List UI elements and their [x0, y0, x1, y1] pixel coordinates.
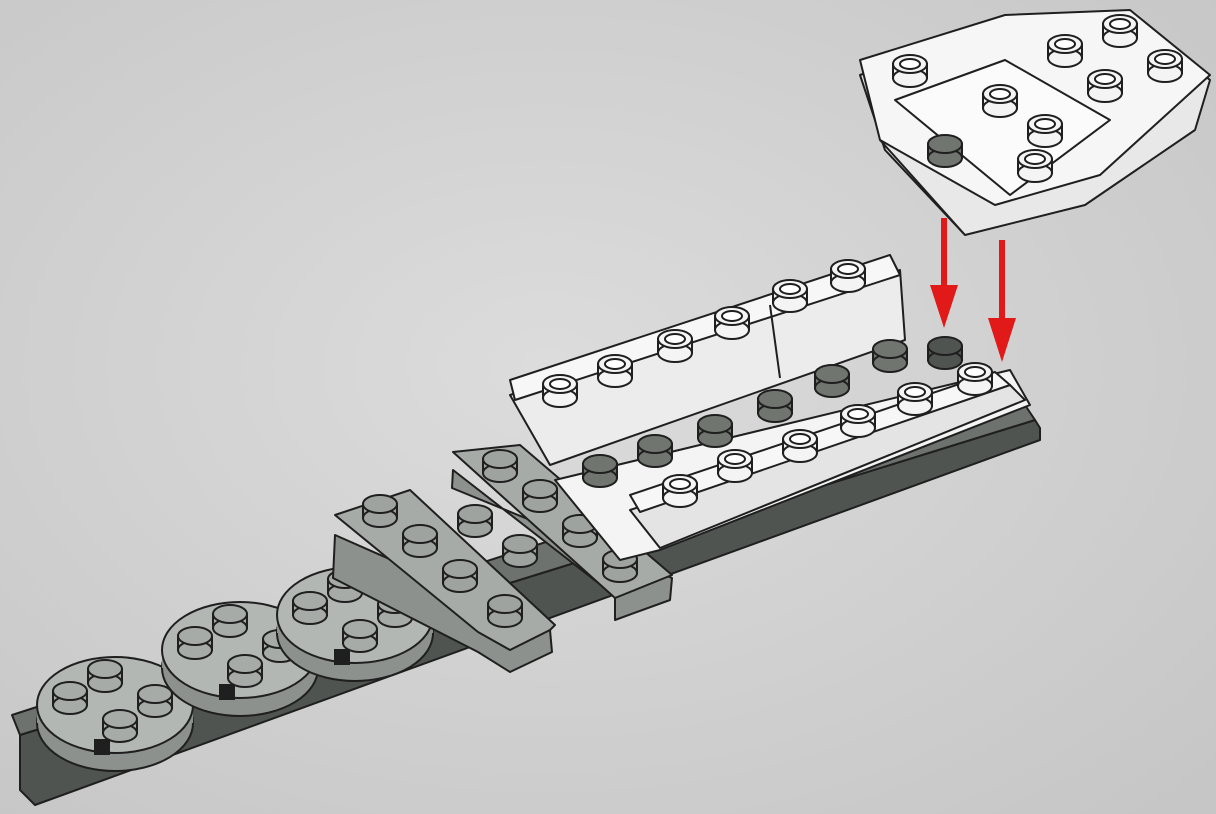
stud [442, 559, 478, 593]
stud [482, 449, 518, 483]
stud [814, 364, 850, 398]
white-slope-assembly [509, 254, 1031, 561]
wedge-part-studs [892, 14, 1183, 183]
stud [657, 329, 693, 363]
stud [957, 362, 993, 396]
stud [1087, 69, 1123, 103]
white-studs [542, 259, 993, 508]
down-arrow-icon [988, 240, 1016, 362]
stud [697, 414, 733, 448]
stud [1027, 114, 1063, 148]
gray-plate-studs [362, 449, 638, 628]
stud [52, 681, 88, 715]
stud [892, 54, 928, 88]
stud [542, 374, 578, 408]
white-slope-seam [769, 304, 781, 379]
stud [757, 389, 793, 423]
stud [102, 709, 138, 743]
stud [487, 594, 523, 628]
stud [177, 626, 213, 660]
stud [927, 134, 963, 168]
stud [227, 654, 263, 688]
stud [597, 354, 633, 388]
stud [714, 306, 750, 340]
stud [87, 659, 123, 693]
stud [582, 454, 618, 488]
stud [897, 382, 933, 416]
down-arrow-icon [930, 218, 958, 328]
stud [982, 84, 1018, 118]
stud [522, 479, 558, 513]
stud [662, 474, 698, 508]
stud [402, 524, 438, 558]
stud [1017, 149, 1053, 183]
stud [1047, 34, 1083, 68]
stud [342, 619, 378, 653]
stud [637, 434, 673, 468]
stud [292, 591, 328, 625]
stud [782, 429, 818, 463]
stud [872, 339, 908, 373]
stud [1147, 49, 1183, 83]
stud [717, 449, 753, 483]
wedge-part-recess [894, 59, 1111, 196]
stud [457, 504, 493, 538]
stud [502, 534, 538, 568]
stud-target [927, 336, 963, 370]
stud [1102, 14, 1138, 48]
stud [830, 259, 866, 293]
stud [562, 514, 598, 548]
insert-arrows [930, 218, 1016, 362]
stud [212, 604, 248, 638]
stud [137, 684, 173, 718]
stud [840, 404, 876, 438]
stud [772, 279, 808, 313]
stud [362, 494, 398, 528]
wedge-part-edge [879, 139, 966, 236]
